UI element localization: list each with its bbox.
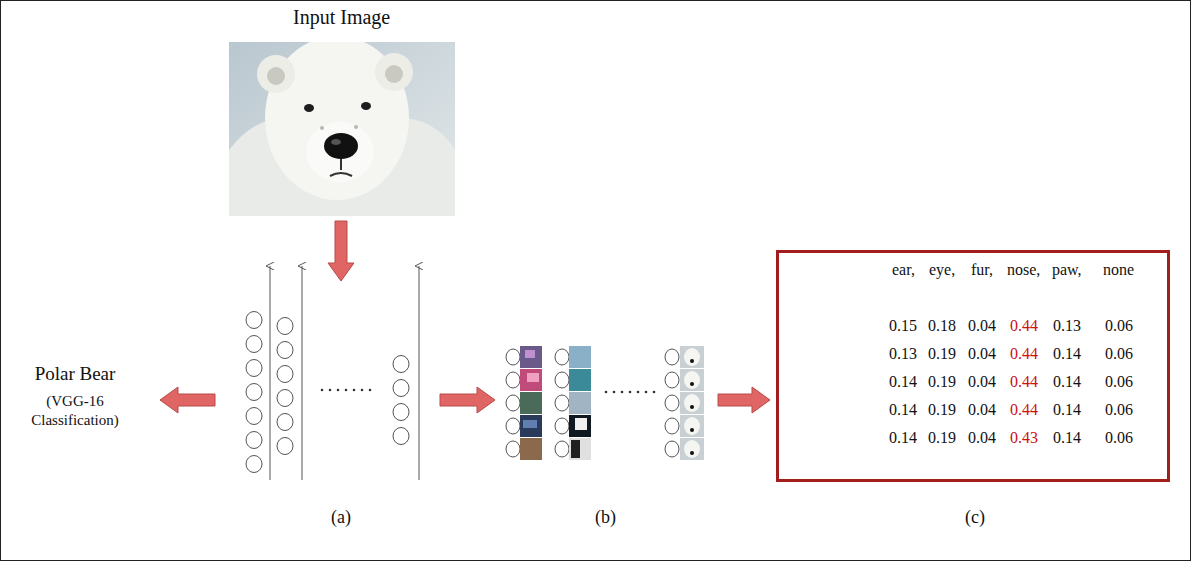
table-value: 0.19 — [928, 345, 956, 363]
network-layers — [246, 266, 419, 480]
table-value: 0.44 — [1010, 317, 1038, 335]
table-value: 0.14 — [1053, 373, 1081, 391]
block-arrow — [160, 387, 215, 413]
table-value: 0.14 — [1053, 345, 1081, 363]
class-output: Polar Bear (VGG-16 Classification) — [15, 362, 135, 429]
column-header: eye, — [929, 261, 955, 279]
table-value: 0.04 — [968, 401, 996, 419]
class-note: (VGG-16 Classification) — [15, 392, 135, 430]
image-node: Input Image — [229, 42, 455, 216]
column-header: nose, — [1007, 261, 1040, 279]
table-value: 0.04 — [968, 345, 996, 363]
block-arrow — [440, 387, 495, 413]
table-value: 0.18 — [928, 317, 956, 335]
feature-patches — [506, 346, 704, 460]
table-value: 0.06 — [1105, 401, 1133, 419]
network-node: (a) — [240, 286, 435, 482]
bear-photo — [229, 42, 455, 216]
table-value: 0.13 — [1053, 317, 1081, 335]
unit-table: ear, eye, fur, nose, paw, none 0.15 0.18 0.04 0.4… — [776, 250, 1170, 482]
column-header: none — [1103, 261, 1134, 279]
panel-label: (a) — [331, 507, 351, 528]
class-label: Polar Bear — [15, 362, 135, 386]
table-value: 0.14 — [889, 429, 917, 447]
table-value: 0.14 — [889, 373, 917, 391]
table-value: 0.04 — [968, 373, 996, 391]
image-title: Input Image — [293, 6, 390, 29]
table-value: 0.19 — [928, 401, 956, 419]
table-value: 0.06 — [1105, 373, 1133, 391]
block-arrow — [718, 387, 770, 413]
table-value: 0.44 — [1010, 345, 1038, 363]
column-header: ear, — [892, 261, 915, 279]
table-value: 0.14 — [1053, 401, 1081, 419]
table-value: 0.14 — [1053, 429, 1081, 447]
table-value: 0.43 — [1010, 429, 1038, 447]
table-value: 0.06 — [1105, 429, 1133, 447]
table-value: 0.19 — [928, 429, 956, 447]
column-header: paw, — [1052, 261, 1082, 279]
table-value: 0.14 — [889, 401, 917, 419]
table-value: 0.06 — [1105, 345, 1133, 363]
table-value: 0.13 — [889, 345, 917, 363]
ellipsis-dots — [321, 389, 656, 394]
block-arrow — [328, 221, 354, 281]
panel-label: (c) — [965, 507, 985, 528]
panel-label: (b) — [595, 507, 616, 528]
table-value: 0.04 — [968, 317, 996, 335]
table-value: 0.06 — [1105, 317, 1133, 335]
table-value: 0.19 — [928, 373, 956, 391]
column-header: fur, — [971, 261, 993, 279]
table-value: 0.44 — [1010, 373, 1038, 391]
feature-node: (b) — [500, 340, 712, 462]
table-value: 0.04 — [968, 429, 996, 447]
table-value: 0.44 — [1010, 401, 1038, 419]
table-value: 0.15 — [889, 317, 917, 335]
